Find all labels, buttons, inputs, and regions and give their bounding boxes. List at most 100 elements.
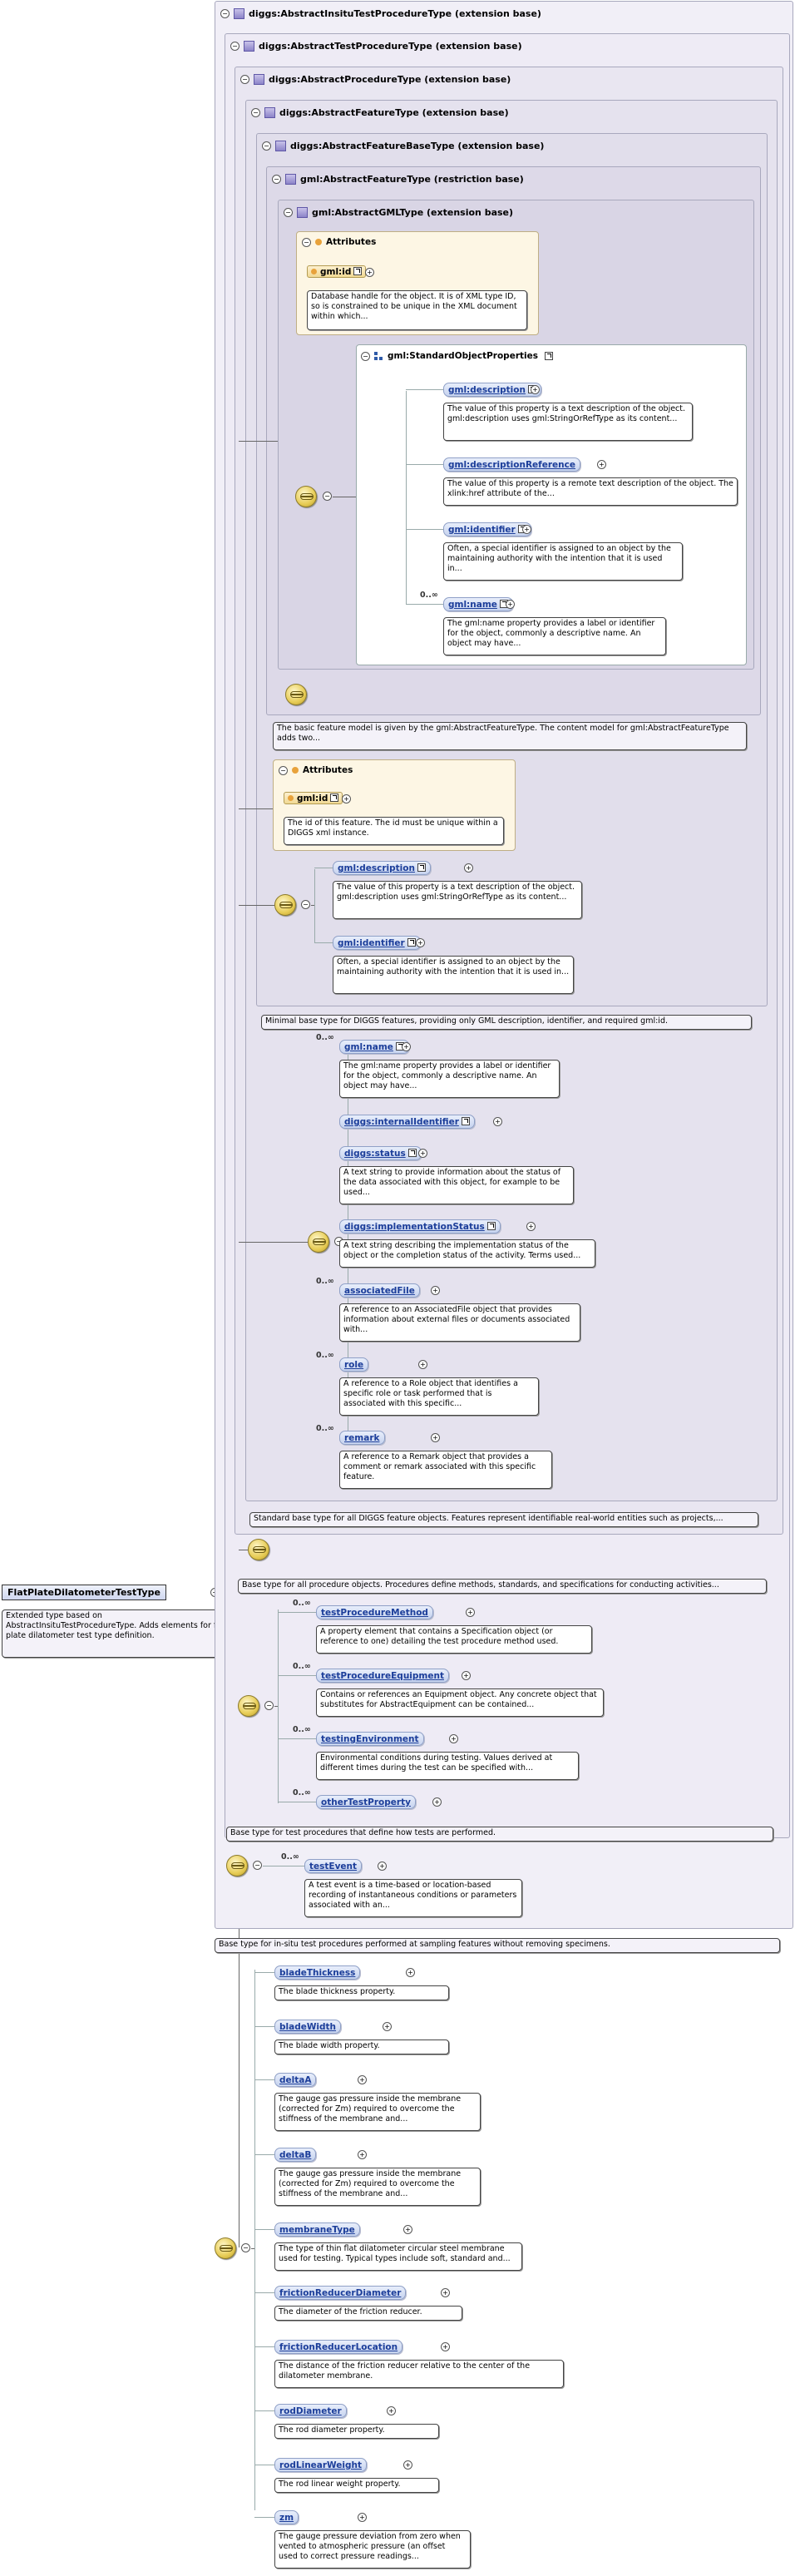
element-node[interactable]: frictionReducerDiameter <box>274 2286 407 2300</box>
link-icon[interactable] <box>407 1149 417 1157</box>
link-icon[interactable] <box>417 863 426 872</box>
expand-toggle[interactable]: + <box>402 1042 411 1051</box>
expand-toggle[interactable]: + <box>403 2225 412 2234</box>
expand-toggle[interactable]: + <box>358 2075 367 2084</box>
expand-toggle[interactable]: + <box>522 525 531 534</box>
element-node[interactable]: remark <box>339 1431 385 1445</box>
ext-header-feature[interactable]: − diggs:AbstractFeatureType (extension b… <box>251 106 509 119</box>
collapse-toggle-icon[interactable]: − <box>220 8 230 18</box>
element-node[interactable]: membraneType <box>274 2222 360 2237</box>
sequence-icon[interactable] <box>274 894 296 916</box>
collapse-toggle-icon[interactable]: − <box>262 141 271 151</box>
group-header-sop[interactable]: − gml:StandardObjectProperties <box>361 351 553 361</box>
sequence-icon[interactable] <box>238 1695 259 1717</box>
expand-toggle[interactable]: + <box>403 2460 412 2470</box>
sequence-icon[interactable] <box>308 1231 329 1253</box>
element-node[interactable]: rodDiameter <box>274 2404 347 2418</box>
expand-toggle[interactable]: + <box>365 268 374 277</box>
element-node[interactable]: gml:descriptionReference <box>443 457 580 472</box>
ext-header-testproc[interactable]: − diggs:AbstractTestProcedureType (exten… <box>230 39 522 52</box>
element-node[interactable]: frictionReducerLocation <box>274 2340 403 2354</box>
expand-toggle[interactable]: + <box>432 1797 442 1807</box>
expand-toggle[interactable]: + <box>493 1117 502 1126</box>
element-node[interactable]: gml:name <box>339 1040 409 1054</box>
element-node[interactable]: diggs:status <box>339 1146 422 1160</box>
attribute-gml-id[interactable]: gml:id <box>307 265 367 278</box>
element-node[interactable]: bladeThickness <box>274 1965 361 1980</box>
element-node[interactable]: otherTestProperty <box>316 1795 416 1809</box>
element-node[interactable]: diggs:internalIdentifier <box>339 1115 475 1129</box>
link-icon[interactable] <box>486 1222 496 1230</box>
link-icon[interactable] <box>461 1117 470 1125</box>
link-icon[interactable] <box>407 938 416 947</box>
element-node[interactable]: gml:description <box>443 383 541 397</box>
expand-toggle[interactable]: + <box>531 385 540 394</box>
root-type-node[interactable]: FlatPlateDilatometerTestType <box>2 1585 166 1600</box>
ext-header-featurebase[interactable]: − diggs:AbstractFeatureBaseType (extensi… <box>262 139 544 152</box>
collapse-toggle[interactable]: − <box>264 1701 274 1710</box>
sequence-icon[interactable] <box>295 486 317 507</box>
expand-toggle[interactable]: + <box>378 1862 387 1871</box>
collapse-toggle[interactable]: − <box>301 900 310 909</box>
expand-toggle[interactable]: + <box>358 2513 367 2522</box>
sequence-icon[interactable] <box>215 2237 236 2259</box>
element-node[interactable]: testProcedureEquipment <box>316 1669 449 1683</box>
expand-toggle[interactable]: + <box>431 1433 440 1442</box>
element-node[interactable]: bladeWidth <box>274 2020 342 2034</box>
link-icon[interactable] <box>545 352 553 360</box>
collapse-toggle-icon[interactable]: − <box>302 237 311 247</box>
collapse-toggle-icon[interactable]: − <box>284 207 293 217</box>
expand-toggle[interactable]: + <box>418 1149 427 1158</box>
expand-toggle[interactable]: + <box>387 2406 396 2415</box>
element-node[interactable]: gml:identifier <box>333 936 421 950</box>
expand-toggle[interactable]: + <box>431 1286 440 1295</box>
collapse-toggle-icon[interactable]: − <box>240 74 249 84</box>
ext-header-gmlfeature[interactable]: − gml:AbstractFeatureType (restriction b… <box>272 172 524 185</box>
expand-toggle[interactable]: + <box>416 938 425 947</box>
collapse-toggle-icon[interactable]: − <box>279 765 288 775</box>
collapse-toggle[interactable]: − <box>253 1861 262 1870</box>
link-icon[interactable] <box>353 267 363 275</box>
element-node[interactable]: role <box>339 1357 369 1372</box>
collapse-toggle-icon[interactable]: − <box>230 41 239 51</box>
expand-toggle[interactable]: + <box>464 863 473 873</box>
element-node[interactable]: gml:identifier <box>443 522 531 536</box>
element-node[interactable]: rodLinearWeight <box>274 2458 367 2472</box>
expand-toggle[interactable]: + <box>597 460 606 469</box>
expand-toggle[interactable]: + <box>358 2150 367 2159</box>
expand-toggle[interactable]: + <box>441 2342 450 2351</box>
expand-toggle[interactable]: + <box>342 794 351 803</box>
collapse-toggle-icon[interactable]: − <box>361 351 370 361</box>
element-node[interactable]: diggs:implementationStatus <box>339 1219 501 1234</box>
collapse-toggle[interactable]: − <box>323 492 332 501</box>
link-icon[interactable] <box>330 794 339 802</box>
element-node[interactable]: deltaB <box>274 2148 317 2162</box>
expand-toggle[interactable]: + <box>449 1734 458 1743</box>
expand-toggle[interactable]: + <box>462 1671 471 1680</box>
sequence-icon[interactable] <box>226 1855 248 1876</box>
expand-toggle[interactable]: + <box>441 2288 450 2297</box>
expand-toggle[interactable]: + <box>466 1608 475 1617</box>
expand-toggle[interactable]: + <box>526 1222 536 1231</box>
element-node[interactable]: zm <box>274 2510 299 2524</box>
sequence-icon[interactable] <box>285 684 307 705</box>
element-node[interactable]: testProcedureMethod <box>316 1605 433 1619</box>
collapse-toggle-icon[interactable]: − <box>251 107 260 117</box>
ext-header-gmlgml[interactable]: − gml:AbstractGMLType (extension base) <box>284 205 513 219</box>
element-node[interactable]: gml:description <box>333 861 431 875</box>
element-node[interactable]: deltaA <box>274 2073 317 2087</box>
element-node[interactable]: associatedFile <box>339 1283 420 1298</box>
element-node[interactable]: testingEnvironment <box>316 1732 424 1746</box>
expand-toggle[interactable]: + <box>418 1360 427 1369</box>
expand-toggle[interactable]: + <box>383 2022 392 2031</box>
ext-header-procedure[interactable]: − diggs:AbstractProcedureType (extension… <box>240 72 511 86</box>
attribute-feature-id[interactable]: gml:id <box>284 792 343 804</box>
expand-toggle[interactable]: + <box>506 600 515 609</box>
expand-toggle[interactable]: + <box>406 1968 415 1977</box>
collapse-toggle-icon[interactable]: − <box>272 174 281 184</box>
ext-header-insitu[interactable]: − diggs:AbstractInsituTestProcedureType … <box>220 7 541 20</box>
sequence-icon[interactable] <box>248 1539 269 1560</box>
element-node[interactable]: testEvent <box>304 1859 363 1873</box>
collapse-toggle[interactable]: − <box>241 2243 250 2252</box>
element-node[interactable]: gml:name <box>443 597 513 611</box>
